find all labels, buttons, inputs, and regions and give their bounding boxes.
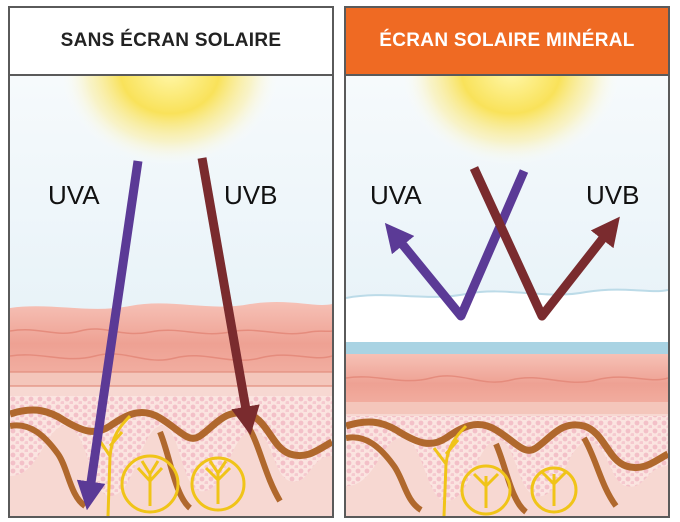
uva-arrow-icon <box>76 160 143 511</box>
sunscreen-film <box>346 289 668 350</box>
uvb-arrow-icon <box>197 157 260 436</box>
papillary-dermis <box>346 416 668 501</box>
uvb-arrow-icon <box>469 166 620 321</box>
panel-title: ÉCRAN SOLAIRE MINÉRAL <box>346 8 668 76</box>
sun-icon <box>60 76 280 166</box>
skin-cross-section-icon: UVA UVB <box>346 76 668 516</box>
uva-arrow-icon <box>384 169 529 321</box>
sun-icon <box>401 76 621 166</box>
panel-mineral-sunscreen: ÉCRAN SOLAIRE MINÉRAL UVA UVB <box>344 6 670 518</box>
panel-without-sunscreen: SANS ÉCRAN SOLAIRE UVA UVB <box>8 6 334 518</box>
uvb-label: UVB <box>224 180 277 210</box>
uva-label: UVA <box>48 180 100 210</box>
basal-layer <box>346 402 668 414</box>
skin-cross-section-icon: UVA UVB <box>10 76 332 516</box>
sweat-gland-icon <box>432 424 578 516</box>
melanin-layer <box>346 418 668 471</box>
uva-label: UVA <box>370 180 422 210</box>
stratum-corneum <box>10 302 332 386</box>
melanin-layer <box>10 406 332 459</box>
basal-layer <box>10 372 332 386</box>
panel-title: SANS ÉCRAN SOLAIRE <box>10 8 332 76</box>
sunscreen-boundary <box>346 342 668 354</box>
stratum-corneum <box>346 354 668 414</box>
uvb-label: UVB <box>586 180 639 210</box>
